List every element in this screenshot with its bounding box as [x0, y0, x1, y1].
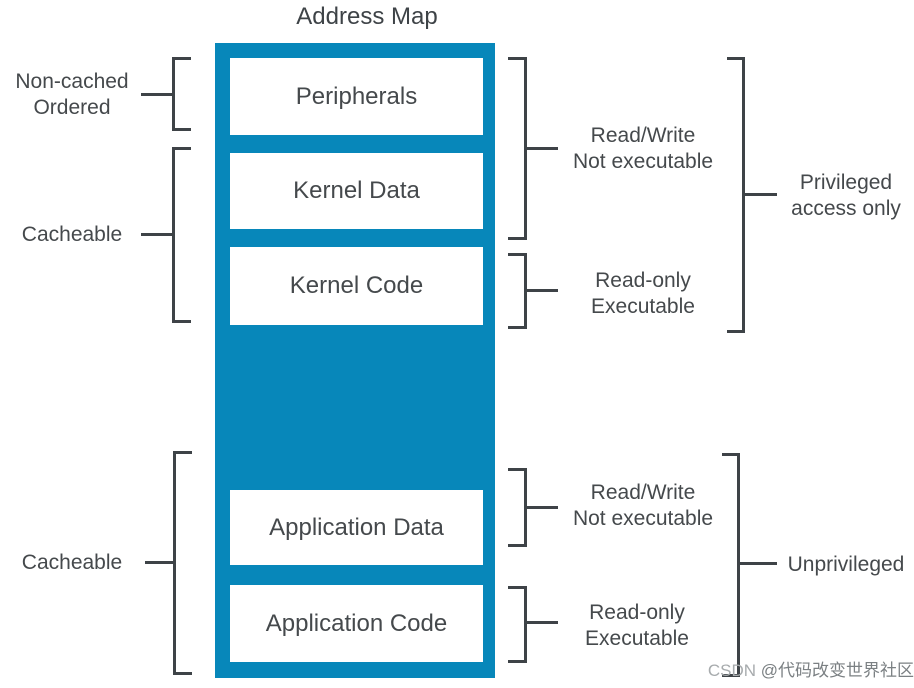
label-ro-exec-top: Read-only Executable — [543, 268, 743, 320]
bracket-rw-nx-top — [508, 57, 527, 240]
label-ro-exec-bottom-line1: Read-only — [589, 601, 685, 624]
region-kernel-code-label: Kernel Code — [289, 272, 424, 299]
label-cacheable-top-line1: Cacheable — [21, 223, 123, 246]
label-cacheable-top: Cacheable — [0, 222, 144, 248]
bracket-ro-exec-bottom — [508, 586, 527, 663]
csdn-watermark: CSDN @代码改变世界社区 — [672, 661, 914, 681]
region-application-code-label: Application Code — [265, 609, 448, 637]
connector-rw-nx-bottom — [527, 506, 558, 509]
label-cacheable-bottom: Cacheable — [0, 550, 144, 576]
label-non-cached-line1: Non-cached — [15, 70, 129, 93]
label-cacheable-bottom-line1: Cacheable — [21, 551, 123, 574]
connector-ro-exec-bottom — [527, 621, 558, 624]
label-unprivileged-line1: Unprivileged — [787, 553, 905, 576]
bracket-rw-nx-bottom — [508, 468, 527, 547]
label-rw-nx-bottom-line2: Not executable — [572, 507, 714, 530]
label-ro-exec-bottom: Read-only Executable — [537, 600, 737, 652]
bracket-non-cached — [172, 57, 191, 131]
label-unprivileged: Unprivileged — [746, 552, 914, 578]
connector-cacheable-top — [141, 233, 172, 236]
region-peripherals-label: Peripherals — [295, 82, 418, 110]
bracket-privileged — [727, 57, 745, 333]
label-ro-exec-top-line2: Executable — [591, 295, 695, 318]
address-map-column — [215, 43, 495, 678]
label-privileged: Privileged access only — [746, 170, 914, 222]
label-privileged-line1: Privileged — [799, 171, 893, 194]
csdn-watermark-handle: @代码改变世界社区 — [760, 661, 914, 680]
label-non-cached-line2: Ordered — [33, 96, 111, 119]
bracket-unprivileged — [722, 453, 740, 677]
connector-rw-nx-top — [527, 147, 558, 150]
region-peripherals: Peripherals — [230, 58, 483, 135]
bracket-cacheable-top — [172, 147, 191, 323]
region-application-data-label: Application Data — [269, 513, 444, 541]
region-kernel-code: Kernel Code — [230, 247, 483, 325]
connector-cacheable-bottom — [145, 561, 173, 564]
connector-privileged — [745, 193, 777, 196]
connector-non-cached — [141, 93, 172, 96]
bracket-ro-exec-top — [508, 253, 527, 329]
label-rw-nx-bottom-line1: Read/Write — [590, 481, 696, 504]
bracket-cacheable-bottom — [173, 451, 192, 675]
connector-ro-exec-top — [527, 289, 558, 292]
label-ro-exec-top-line1: Read-only — [595, 269, 691, 292]
region-kernel-data-label: Kernel Data — [293, 177, 420, 204]
connector-unprivileged — [740, 562, 777, 565]
label-rw-nx-top-line1: Read/Write — [590, 124, 696, 147]
region-kernel-data: Kernel Data — [230, 153, 483, 229]
label-privileged-line2: access only — [791, 197, 901, 220]
label-rw-nx-top: Read/Write Not executable — [543, 123, 743, 175]
label-ro-exec-bottom-line2: Executable — [585, 627, 689, 650]
label-non-cached-ordered: Non-cached Ordered — [0, 69, 144, 121]
diagram-title: Address Map — [296, 3, 438, 30]
label-rw-nx-top-line2: Not executable — [572, 150, 714, 173]
csdn-watermark-prefix: CSDN — [707, 661, 761, 680]
label-rw-nx-bottom: Read/Write Not executable — [543, 480, 743, 532]
region-application-code: Application Code — [230, 585, 483, 662]
region-application-data: Application Data — [230, 490, 483, 565]
